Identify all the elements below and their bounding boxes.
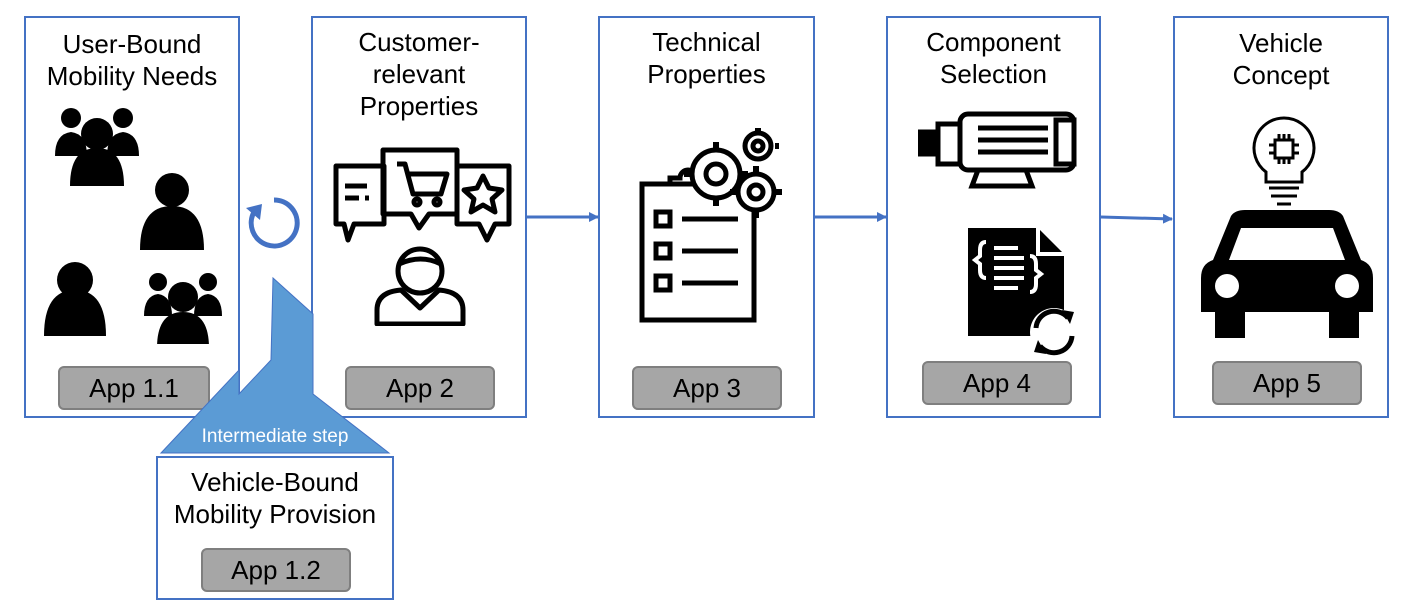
- step-box-customer-properties: Customer- relevant Properties App 2: [311, 16, 527, 418]
- car-icon: [1201, 210, 1373, 338]
- step-title: Vehicle-Bound Mobility Provision: [173, 467, 377, 529]
- customer-feedback-icon: [333, 147, 512, 326]
- app-button[interactable]: App 1.2: [201, 548, 351, 592]
- step-box-component-selection: Component Selection App 4: [886, 16, 1101, 418]
- step-title: Technical Properties: [647, 27, 766, 89]
- lightbulb-chip-icon: [1252, 116, 1316, 206]
- app-button[interactable]: App 4: [922, 361, 1072, 405]
- code-document-refresh-icon: [968, 228, 1078, 356]
- step-box-technical-properties: Technical Properties App 3: [598, 16, 815, 418]
- step-title: User-Bound Mobility Needs: [46, 29, 218, 91]
- flow-arrow-4-5: [1100, 213, 1173, 224]
- app-button[interactable]: App 3: [632, 366, 782, 410]
- step-box-vehicle-concept: Vehicle Concept App 5: [1173, 16, 1389, 418]
- step-title: Vehicle Concept: [1232, 28, 1330, 90]
- electric-motor-icon: [918, 111, 1077, 189]
- cycle-arrow-icon: [246, 197, 300, 249]
- app-button[interactable]: App 5: [1212, 361, 1362, 405]
- app-button[interactable]: App 1.1: [58, 366, 210, 410]
- app-button[interactable]: App 2: [345, 366, 495, 410]
- step-title: Customer- relevant Properties: [358, 27, 480, 121]
- step-title: Component Selection: [926, 27, 1061, 89]
- intermediate-step-arrow: [159, 276, 391, 454]
- people-group-icon: [44, 108, 222, 344]
- intermediate-step-label: Intermediate step: [201, 426, 349, 447]
- checklist-gears-icon: [639, 128, 782, 323]
- step-box-user-bound-needs: User-Bound Mobility Needs App 1.1: [24, 16, 240, 418]
- step-box-vehicle-bound-provision: Vehicle-Bound Mobility Provision App 1.2: [156, 456, 394, 600]
